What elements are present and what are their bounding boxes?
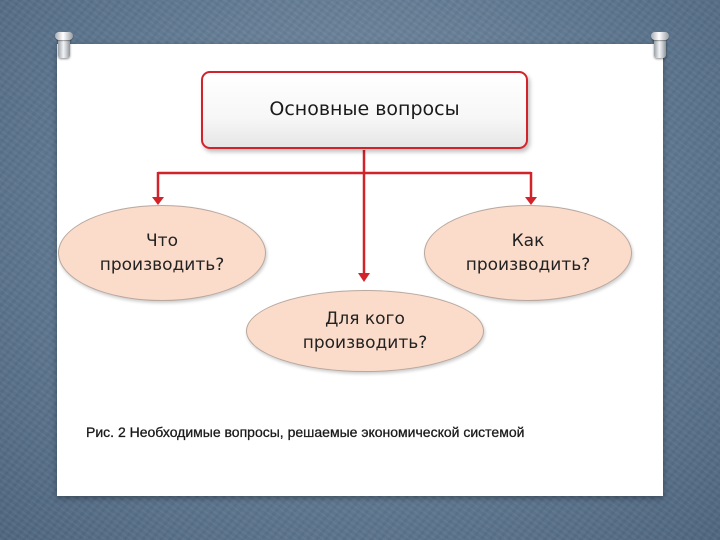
arrow-to-what: [152, 197, 164, 205]
arrow-to-for-whom: [358, 273, 370, 282]
arrow-to-how: [525, 197, 537, 205]
node-for-whom-label: Для кого производить?: [302, 309, 428, 353]
root-node-label: Основные вопросы: [269, 98, 460, 120]
node-for-whom: Для кого производить?: [246, 290, 484, 372]
push-pin-icon: [55, 32, 73, 58]
node-what: Что производить?: [58, 205, 266, 301]
root-node-box: Основные вопросы: [201, 71, 528, 149]
push-pin-icon: [651, 32, 669, 58]
figure-caption: Рис. 2 Необходимые вопросы, решаемые эко…: [86, 424, 525, 440]
node-how-label: Как производить?: [465, 231, 591, 275]
node-how: Как производить?: [424, 205, 632, 301]
node-what-label: Что производить?: [99, 231, 225, 275]
